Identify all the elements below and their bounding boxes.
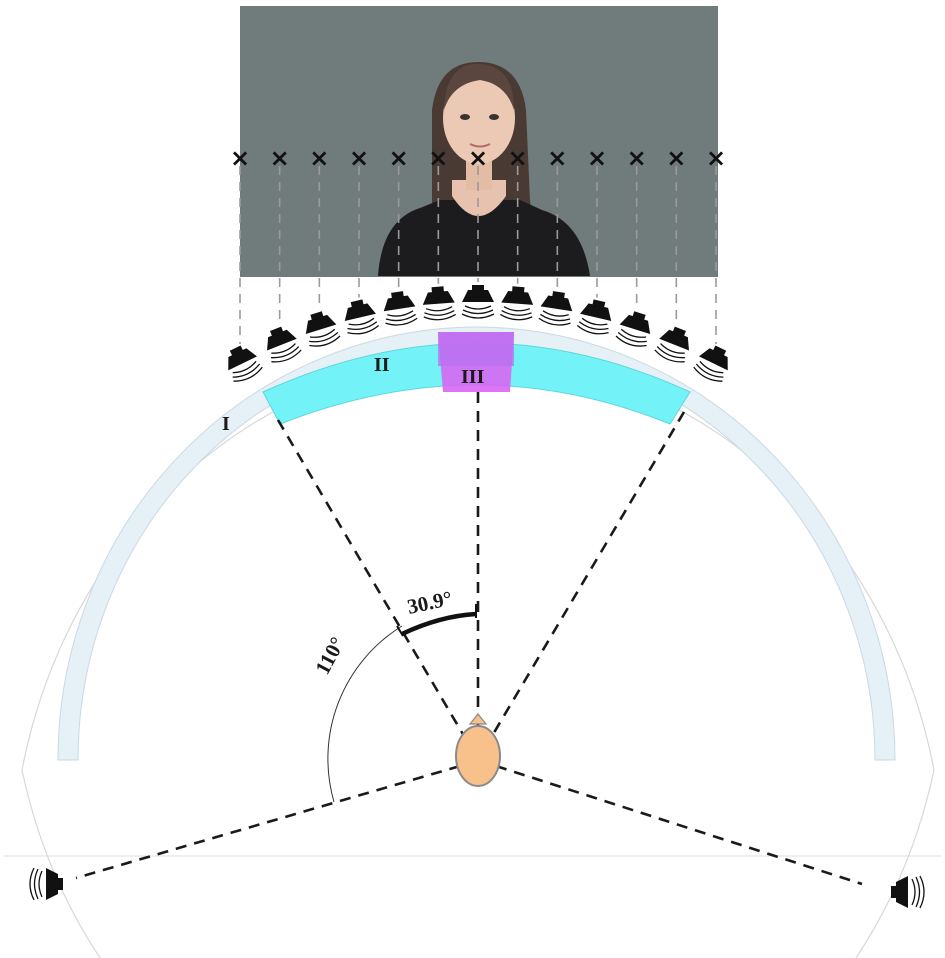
loudspeaker-icon	[653, 323, 695, 365]
sight-line-surround-right	[496, 766, 862, 884]
position-marker: ×	[587, 144, 607, 172]
loudspeaker-icon	[221, 341, 264, 385]
loudspeaker-icon	[615, 308, 655, 349]
loudspeaker-icon	[381, 290, 418, 327]
loudspeaker-icon	[462, 285, 494, 318]
position-marker: ×	[389, 144, 409, 172]
loudspeaker-icon	[576, 297, 615, 336]
speaker-icon	[30, 868, 63, 900]
video-frame	[240, 6, 718, 277]
narrow-angle-label: 30.9°	[405, 586, 454, 619]
surround-speaker-right	[891, 876, 924, 908]
room-outline	[4, 358, 941, 958]
wide-angle-label: 110°	[310, 633, 349, 678]
loudspeaker-icon	[341, 297, 380, 336]
position-marker: ×	[627, 144, 647, 172]
position-marker: ×	[547, 144, 567, 172]
position-marker: ×	[468, 144, 488, 172]
position-marker: ×	[706, 144, 726, 172]
position-marker: ×	[309, 144, 329, 172]
loudspeaker-icon	[261, 323, 303, 365]
speaker-icon	[891, 876, 924, 908]
position-marker: ×	[270, 144, 290, 172]
sight-line-right	[492, 412, 684, 736]
zone-iii-top	[438, 332, 514, 366]
angle-arcs	[328, 604, 476, 802]
position-marker: ×	[666, 144, 686, 172]
loudspeaker-icon	[500, 286, 534, 321]
position-marker: ×	[230, 144, 250, 172]
sight-line-left	[278, 420, 464, 736]
sight-line-surround-left	[76, 766, 460, 878]
surround-speaker-left	[30, 868, 63, 900]
loudspeaker-icon	[422, 286, 456, 321]
zone-ii-label: II	[374, 354, 390, 376]
position-marker: ×	[428, 144, 448, 172]
zone-i-label: I	[222, 413, 230, 435]
loudspeaker-icon	[538, 290, 575, 327]
position-marker: ×	[508, 144, 528, 172]
loudspeaker-icon	[692, 341, 735, 385]
position-marker: ×	[349, 144, 369, 172]
loudspeaker-icon	[301, 308, 341, 349]
zone-iii-label: III	[461, 366, 485, 388]
